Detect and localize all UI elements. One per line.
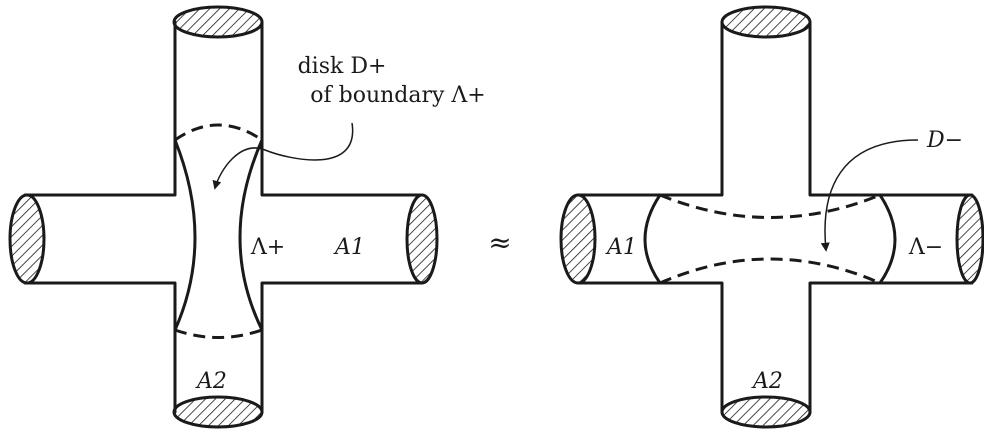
left-pointer-arrow	[212, 122, 354, 190]
right-a1-label: A1	[605, 235, 637, 260]
right-left-cap	[559, 193, 597, 285]
right-top-cap	[720, 5, 812, 39]
right-disk-left-arc	[643, 193, 662, 285]
left-cross-surface	[8, 5, 439, 429]
left-disk-bottom-dashed	[174, 328, 263, 339]
left-a1-label: A1	[333, 235, 365, 260]
left-disk-label-line2: of boundary Λ+	[310, 83, 486, 108]
right-disk-right-arc	[878, 193, 897, 285]
right-lambda-label: Λ−	[908, 235, 943, 260]
right-pointer-arrow	[820, 139, 919, 252]
left-bottom-cap	[172, 395, 264, 429]
right-cross-outline	[576, 20, 974, 414]
left-disk-left-arc	[173, 138, 197, 332]
right-right-cap	[955, 193, 984, 285]
right-bottom-cap	[720, 395, 812, 429]
right-a2-label: A2	[751, 369, 783, 394]
right-disk-top-dashed	[659, 193, 881, 219]
approx-symbol: ≈	[488, 226, 511, 259]
left-cross-outline	[23, 20, 424, 414]
left-a2-label: A2	[195, 369, 227, 394]
left-disk-top-dashed	[174, 123, 263, 142]
right-d-label: D−	[926, 128, 963, 153]
left-disk-right-arc	[238, 138, 264, 332]
left-lambda-label: Λ+	[250, 235, 285, 260]
right-cross-surface	[559, 5, 984, 429]
left-disk-label-line1: disk D+	[298, 54, 387, 79]
left-top-cap	[172, 5, 264, 39]
right-disk-bottom-dashed	[659, 257, 881, 285]
left-right-cap	[405, 193, 439, 285]
left-left-cap	[8, 193, 46, 285]
